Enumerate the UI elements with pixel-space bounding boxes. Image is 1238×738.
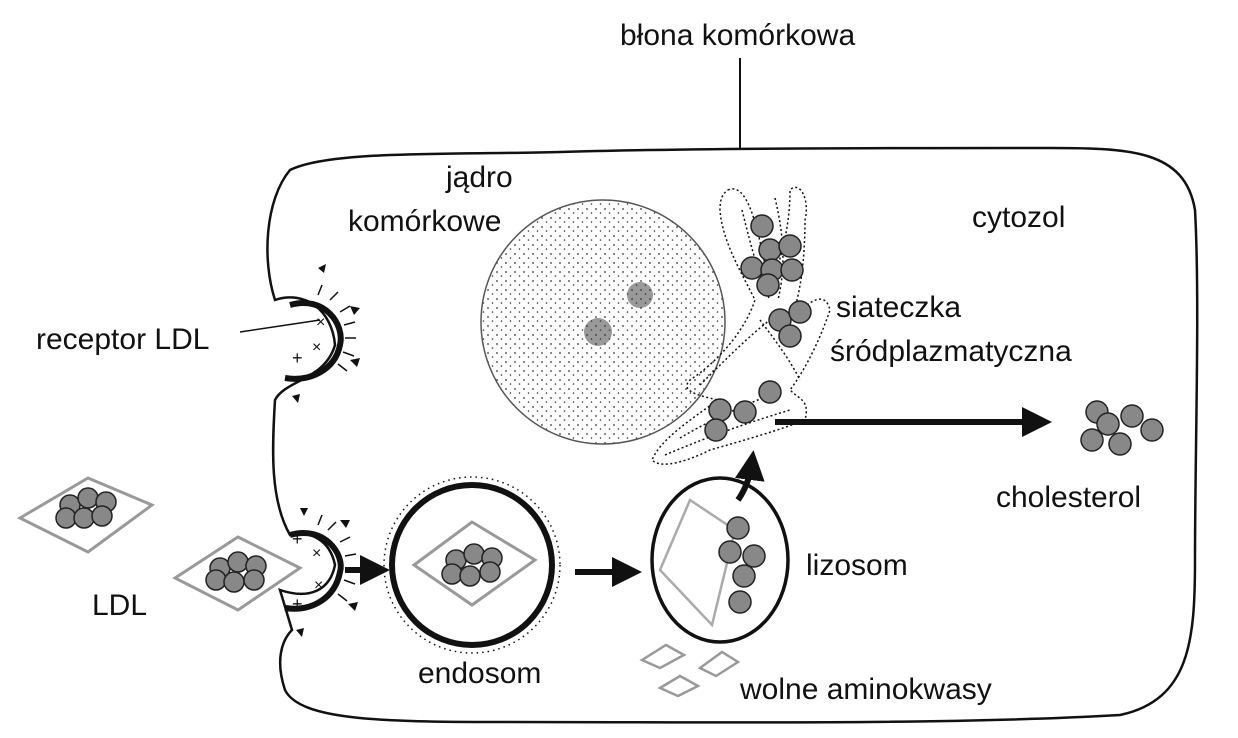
label-nucleus-line1: jądro [446,161,513,194]
ldl-particle-free [16,476,156,554]
ldl-particle-binding [172,535,303,612]
nucleus [480,199,726,445]
cell-membrane [266,146,1199,724]
label-ldl: LDL [92,589,148,622]
svg-text:+: + [292,594,303,614]
amino-acid-fragments [639,643,741,698]
svg-text:+: + [292,348,303,368]
label-cell-membrane: błona komórkowa [620,19,856,52]
label-ldl-receptor: receptor LDL [36,323,210,356]
lysosome [650,476,790,644]
svg-text:+: + [292,529,303,549]
label-cholesterol: cholesterol [996,481,1142,514]
endosome [383,476,561,654]
label-er-line1: siateczka [836,291,962,324]
arrow-lysosome-to-er [734,450,765,502]
label-cytosol: cytozol [972,201,1066,234]
label-endosome: endosom [418,657,542,690]
svg-text:×: × [316,314,325,331]
svg-text:×: × [314,577,323,594]
label-er-line2: śródplazmatyczna [830,335,1072,368]
svg-text:×: × [312,545,321,562]
upper-coated-pit: × × + [284,264,360,403]
cholesterol-cluster [1080,400,1164,456]
receptor-pointer-line [239,319,321,333]
label-lysosome: lizosom [806,549,908,582]
label-free-amino-acids: wolne aminokwasy [740,673,992,706]
er-cholesterol-particles [704,214,812,442]
label-nucleus-line2: komórkowe [348,205,502,238]
svg-text:×: × [312,339,321,356]
lower-coated-pit: × × + + [284,508,358,637]
